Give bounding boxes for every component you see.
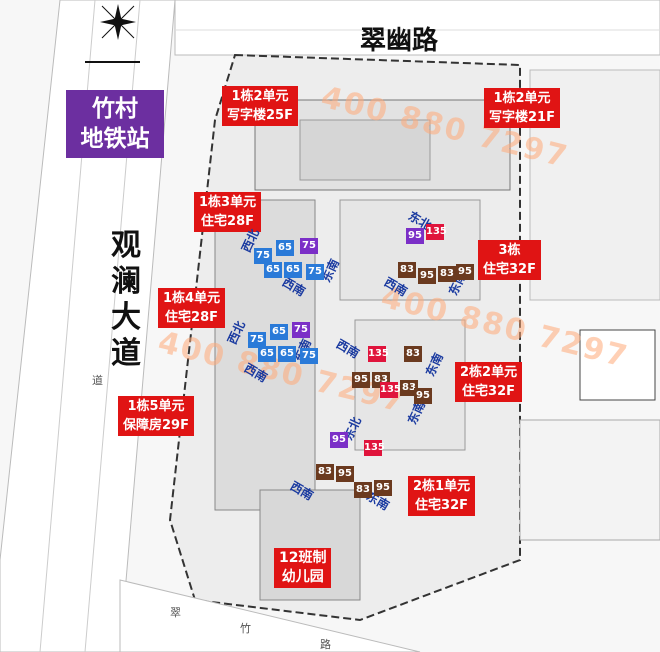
metro-line2: 地铁站 bbox=[80, 126, 150, 152]
road-west-small: 道 bbox=[92, 374, 103, 387]
label-b1u2-office: 1栋2单元 写字楼25F bbox=[222, 86, 298, 126]
unit-tag: 83 bbox=[404, 346, 422, 362]
road-west-char: 观 bbox=[111, 228, 141, 263]
unit-tag: 135 bbox=[426, 224, 447, 240]
unit-tag: 75 bbox=[300, 348, 318, 364]
label-line: 2栋2单元 bbox=[460, 365, 518, 380]
label-b1u2-office-east: 1栋2单元 写字楼21F bbox=[484, 88, 560, 128]
unit-tag: 75 bbox=[306, 264, 324, 280]
unit-tag: 83 bbox=[316, 464, 334, 480]
label-b2u1: 2栋1单元 住宅32F bbox=[408, 476, 476, 516]
label-line: 写字楼25F bbox=[227, 108, 293, 123]
label-line: 2栋1单元 bbox=[413, 479, 471, 494]
label-line: 住宅28F bbox=[201, 214, 255, 229]
unit-tag: 95 bbox=[414, 388, 432, 404]
unit-tag: 95 bbox=[418, 268, 436, 284]
label-line: 写字楼21F bbox=[489, 110, 555, 125]
unit-tag: 83 bbox=[354, 482, 372, 498]
unit-tag: 135 bbox=[364, 440, 385, 456]
label-kindergarten: 12班制 幼儿园 bbox=[274, 548, 332, 588]
label-b1u4: 1栋4单元 住宅28F bbox=[158, 288, 226, 328]
unit-tag: 95 bbox=[374, 480, 392, 496]
label-b1u3: 1栋3单元 住宅28F bbox=[194, 192, 262, 232]
road-south-char: 路 bbox=[320, 638, 331, 651]
label-line: 住宅32F bbox=[415, 498, 469, 513]
label-line: 1栋4单元 bbox=[163, 291, 221, 306]
unit-tag: 65 bbox=[284, 262, 302, 278]
unit-tag: 65 bbox=[270, 324, 288, 340]
label-b1u5: 1栋5单元 保障房29F bbox=[118, 396, 194, 436]
road-west-char: 道 bbox=[111, 336, 141, 371]
unit-tag: 75 bbox=[254, 248, 272, 264]
road-west-char: 大 bbox=[111, 300, 141, 335]
unit-tag: 75 bbox=[300, 238, 318, 254]
road-west-label: 观 澜 大 道 bbox=[108, 228, 144, 372]
unit-tag: 95 bbox=[456, 264, 474, 280]
road-west-char: 澜 bbox=[111, 264, 141, 299]
label-line: 12班制 bbox=[279, 550, 327, 566]
label-line: 保障房29F bbox=[123, 418, 189, 433]
metro-line1: 竹村 bbox=[92, 96, 138, 122]
label-b2u2: 2栋2单元 住宅32F bbox=[455, 362, 523, 402]
road-south-char: 翠 bbox=[170, 606, 181, 619]
unit-tag: 95 bbox=[352, 372, 370, 388]
road-north-label: 翠幽路 bbox=[360, 26, 439, 56]
unit-tag: 65 bbox=[258, 346, 276, 362]
label-line: 1栋3单元 bbox=[199, 195, 257, 210]
label-line: 1栋2单元 bbox=[493, 91, 551, 106]
label-line: 住宅32F bbox=[483, 262, 536, 277]
unit-tag: 95 bbox=[336, 466, 354, 482]
unit-tag: 95 bbox=[330, 432, 348, 448]
unit-tag: 65 bbox=[278, 346, 296, 362]
label-line: 住宅32F bbox=[462, 384, 516, 399]
label-line: 1栋5单元 bbox=[127, 399, 185, 414]
metro-station-label: 竹村 地铁站 bbox=[66, 90, 164, 158]
road-south-char: 竹 bbox=[240, 622, 251, 635]
label-line: 住宅28F bbox=[165, 310, 219, 325]
label-line: 幼儿园 bbox=[281, 569, 324, 585]
unit-tag: 75 bbox=[248, 332, 266, 348]
label-line: 3栋 bbox=[498, 243, 521, 258]
label-line: 1栋2单元 bbox=[231, 89, 289, 104]
unit-tag: 75 bbox=[292, 322, 310, 338]
unit-tag: 65 bbox=[276, 240, 294, 256]
unit-tag: 83 bbox=[438, 266, 456, 282]
label-b3: 3栋 住宅32F bbox=[478, 240, 541, 280]
unit-tag: 135 bbox=[368, 346, 389, 362]
unit-tag: 95 bbox=[406, 228, 424, 244]
unit-tag: 83 bbox=[400, 380, 418, 396]
unit-tag: 135 bbox=[380, 382, 401, 398]
unit-tag: 83 bbox=[398, 262, 416, 278]
unit-tag: 65 bbox=[264, 262, 282, 278]
